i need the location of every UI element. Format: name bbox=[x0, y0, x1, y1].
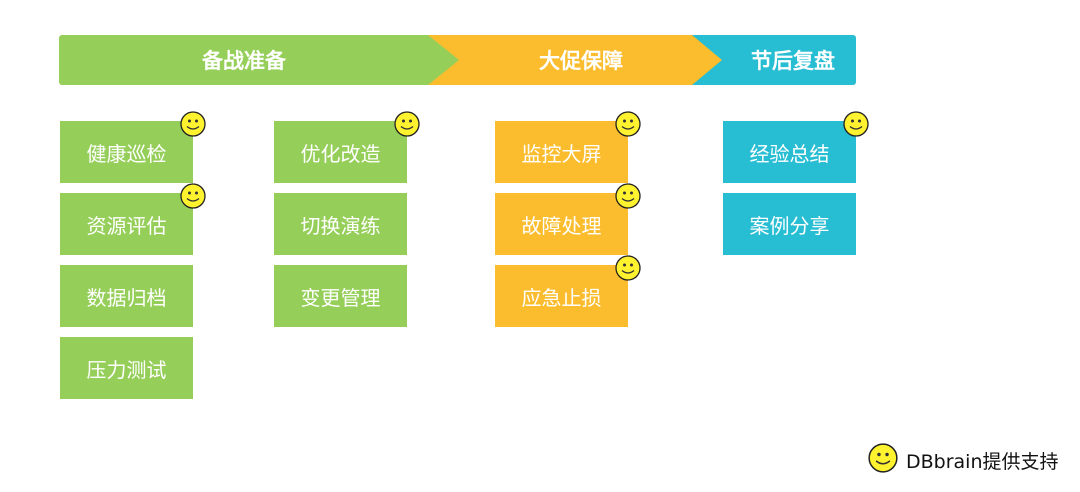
phase-label: 大促保障 bbox=[539, 49, 623, 73]
task-box: 切换演练 bbox=[274, 193, 407, 255]
smiley-icon bbox=[868, 443, 898, 478]
smiley-icon bbox=[394, 111, 420, 137]
smiley-icon bbox=[615, 183, 641, 209]
phase-label: 节后复盘 bbox=[751, 49, 835, 73]
phase-prepare: 备战准备 bbox=[59, 35, 459, 85]
task-box: 变更管理 bbox=[274, 265, 407, 327]
task-box: 数据归档 bbox=[60, 265, 193, 327]
smiley-icon bbox=[180, 111, 206, 137]
task-box: 故障处理 bbox=[495, 193, 628, 255]
smiley-icon bbox=[615, 255, 641, 281]
smiley-icon bbox=[843, 111, 869, 137]
task-box: 健康巡检 bbox=[60, 121, 193, 183]
smiley-icon bbox=[180, 183, 206, 209]
task-box: 监控大屏 bbox=[495, 121, 628, 183]
phase-label: 备战准备 bbox=[202, 49, 286, 73]
task-box: 经验总结 bbox=[723, 121, 856, 183]
task-box: 案例分享 bbox=[723, 193, 856, 255]
task-box: 优化改造 bbox=[274, 121, 407, 183]
task-box: 压力测试 bbox=[60, 337, 193, 399]
task-box: 资源评估 bbox=[60, 193, 193, 255]
smiley-icon bbox=[615, 111, 641, 137]
footer: DBbrain提供支持 bbox=[868, 443, 1059, 478]
footer-text: DBbrain提供支持 bbox=[906, 451, 1059, 473]
task-box: 应急止损 bbox=[495, 265, 628, 327]
